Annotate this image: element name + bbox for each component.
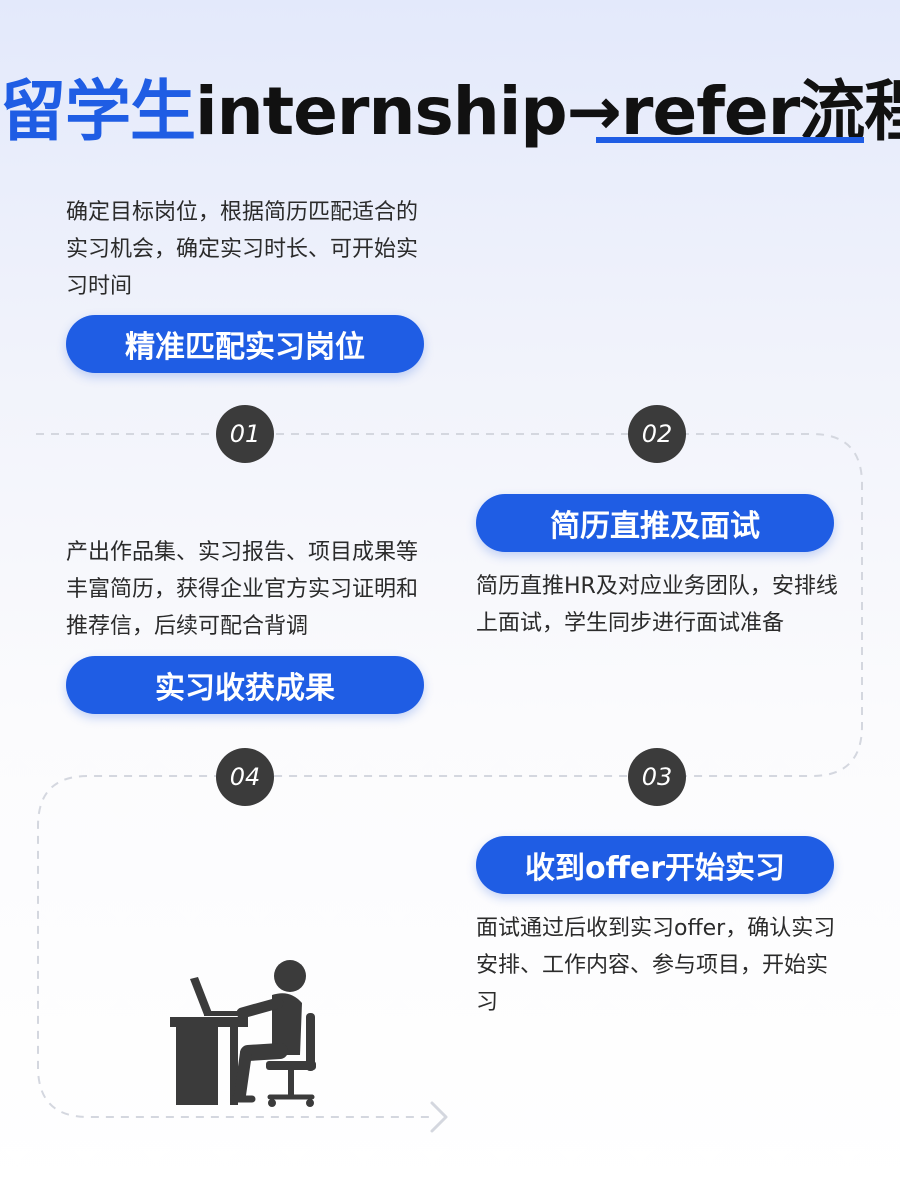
chevron-right-icon [430,1101,448,1133]
title-underline [596,137,864,143]
page-title: 留学生internship→refer流程 [0,58,900,154]
title-prefix: 留学生 [0,73,196,150]
step-03-description: 面试通过后收到实习offer，确认实习安排、工作内容、参与项目，开始实习 [476,916,836,1015]
step-04-title: 实习收获成果 [66,656,424,714]
step-01-description: 确定目标岗位，根据简历匹配适合的实习机会，确定实习时长、可开始实习时间 [66,200,419,299]
step-02-description: 简历直推HR及对应业务团队，安排线上面试，学生同步进行面试准备 [476,574,838,636]
title-mid: internship→ [195,73,622,150]
step-02-title: 简历直推及面试 [476,494,834,552]
step-04-description: 产出作品集、实习报告、项目成果等丰富简历，获得企业官方实习证明和推荐信，后续可配… [66,540,419,639]
step-04-badge: 04 [216,748,274,806]
step-02-badge: 02 [628,405,686,463]
step-03-title: 收到offer开始实习 [476,836,834,894]
person-at-desk-icon [170,960,316,1107]
step-01-badge: 01 [216,405,274,463]
step-03-badge: 03 [628,748,686,806]
step-01-title: 精准匹配实习岗位 [66,315,424,373]
